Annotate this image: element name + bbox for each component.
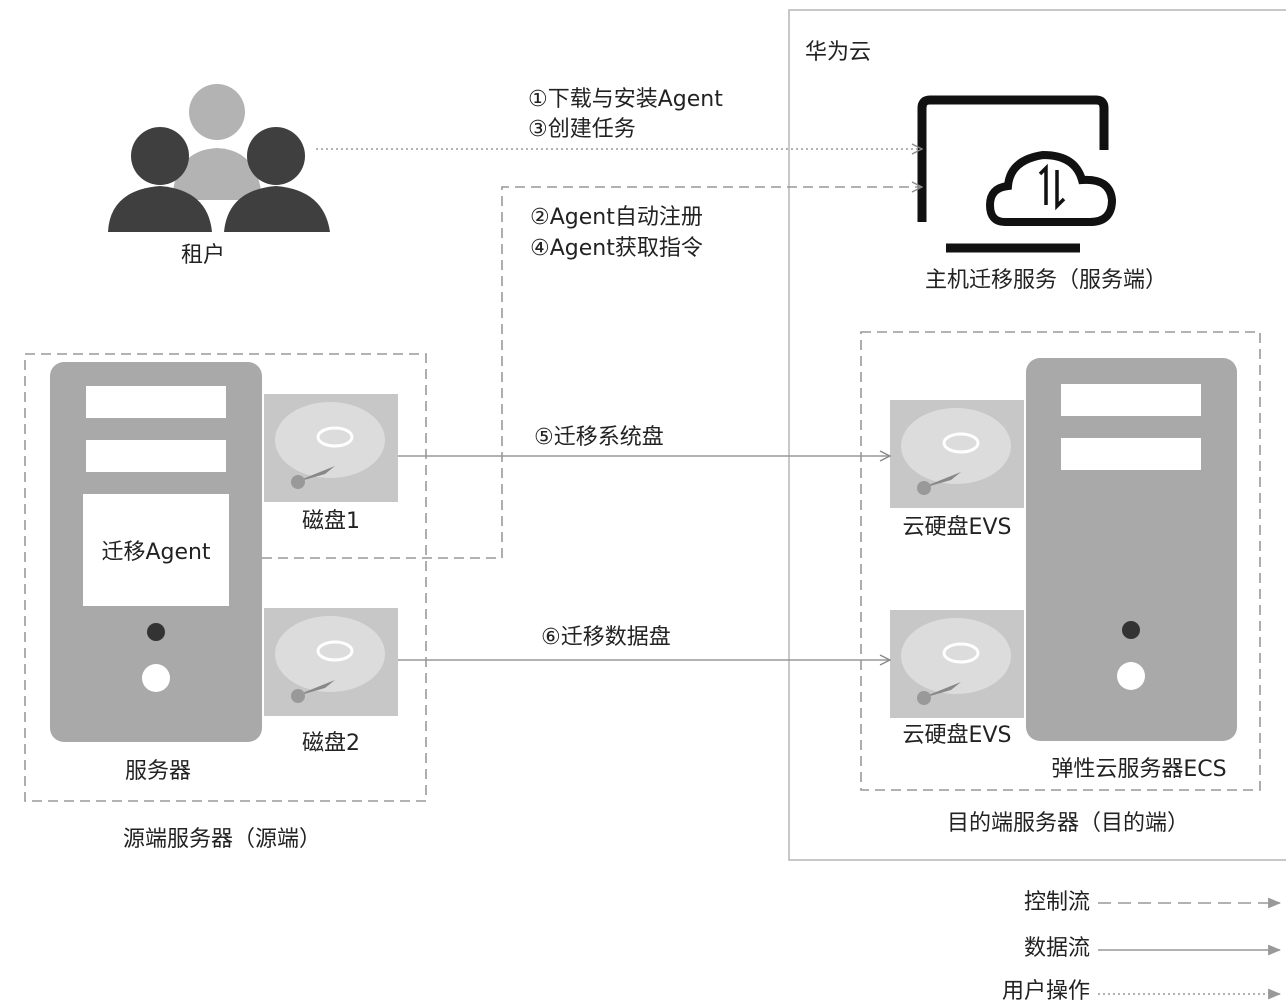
evs1-icon: [890, 400, 1024, 508]
migration-agent-label: 迁移Agent: [101, 540, 211, 565]
tenant-label: 租户: [180, 243, 226, 268]
migration-service-label: 主机迁移服务（服务端）: [924, 268, 1168, 293]
step6-label: ⑥迁移数据盘: [541, 625, 671, 650]
step1-label: ①下载与安装Agent: [528, 87, 723, 112]
tenant-people-icon: [108, 84, 330, 232]
source-group-label: 源端服务器（源端）: [122, 827, 322, 852]
target-group-boundary: [860, 331, 1261, 791]
evs2-label: 云硬盘EVS: [902, 723, 1012, 748]
evs2-icon: [890, 610, 1024, 718]
ecs-label: 弹性云服务器ECS: [1051, 757, 1227, 782]
disk2-label: 磁盘2: [302, 731, 360, 756]
disk1-icon: [264, 394, 398, 502]
evs1-label: 云硬盘EVS: [902, 515, 1012, 540]
ecs-server-icon: [1026, 358, 1237, 741]
migration-service-icon: [917, 95, 1117, 253]
source-group-boundary: [24, 353, 427, 802]
migration-agent-box: 迁移Agent: [83, 494, 229, 606]
legend-control-label: 控制流: [1023, 890, 1090, 915]
disk1-label: 磁盘1: [302, 509, 360, 534]
step4-label: ④Agent获取指令: [530, 236, 703, 261]
step3-label: ③创建任务: [528, 117, 636, 142]
legend-data-label: 数据流: [1023, 936, 1090, 961]
cloud-title: 华为云: [805, 40, 872, 65]
disk2-icon: [264, 608, 398, 716]
cloud-boundary: [788, 9, 1286, 861]
target-group-label: 目的端服务器（目的端）: [946, 811, 1190, 836]
step5-label: ⑤迁移系统盘: [534, 425, 664, 450]
step2-label: ②Agent自动注册: [530, 205, 703, 230]
control-flow-arrow: [262, 187, 922, 559]
server-label: 服务器: [124, 759, 192, 784]
legend-user-label: 用户操作: [1001, 979, 1090, 1004]
